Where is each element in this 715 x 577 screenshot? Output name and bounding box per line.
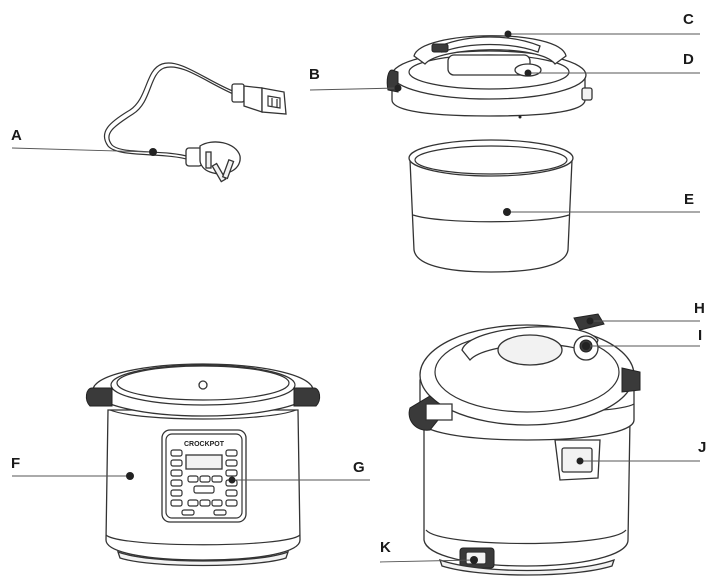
lid-assembly xyxy=(386,35,593,119)
callout-dot-k xyxy=(470,556,478,564)
power-cord xyxy=(103,62,287,183)
part-label-e: E xyxy=(684,191,695,208)
leader-lines xyxy=(11,30,700,564)
callout-dot-e xyxy=(503,208,511,216)
leader-a xyxy=(11,147,154,153)
part-label-c: C xyxy=(683,11,694,28)
brand-logo: CROCKPOT xyxy=(184,441,225,448)
part-label-a: A xyxy=(11,127,22,144)
part-label-g: G xyxy=(353,459,365,476)
part-label-k: K xyxy=(380,539,391,556)
callout-dot-j xyxy=(576,457,584,465)
cooker-rear xyxy=(408,313,641,576)
callout-dot-a xyxy=(149,148,157,156)
callout-dot-f xyxy=(126,472,134,480)
appliance-connector xyxy=(231,83,287,115)
control-panel: CROCKPOT xyxy=(161,429,247,523)
callout-dot-g xyxy=(228,476,236,484)
inner-pot xyxy=(408,139,574,273)
callout-dot-i xyxy=(582,342,590,350)
part-label-f: F xyxy=(11,455,21,472)
part-label-j: J xyxy=(698,439,707,456)
part-label-h: H xyxy=(694,300,705,317)
wall-plug xyxy=(185,141,241,183)
callout-dot-b xyxy=(394,84,402,92)
callout-dot-c xyxy=(504,30,512,38)
leader-b xyxy=(309,87,399,91)
callout-dot-h xyxy=(586,317,594,325)
part-label-i: I xyxy=(698,327,703,344)
callout-dot-d xyxy=(524,69,532,77)
part-label-d: D xyxy=(683,51,694,68)
leader-k xyxy=(379,559,475,563)
part-label-b: B xyxy=(309,66,320,83)
